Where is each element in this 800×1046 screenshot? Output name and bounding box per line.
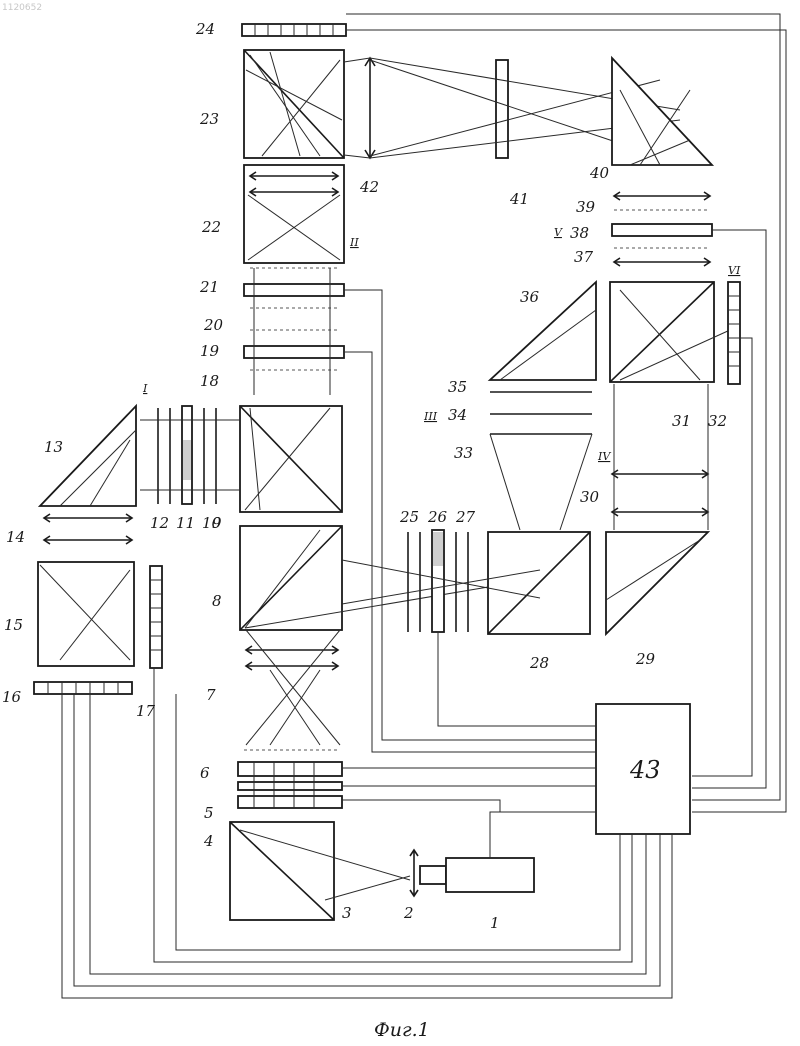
block-I (140, 406, 240, 504)
label-33: 33 (454, 444, 473, 462)
prism-23 (244, 50, 344, 158)
prism-31 (610, 282, 730, 382)
mark-I: I (142, 382, 148, 395)
label-23: 23 (199, 110, 219, 128)
label-1: 1 (490, 914, 500, 932)
lens-group-22 (244, 165, 344, 263)
label-28: 28 (529, 654, 549, 672)
lens-group-30 (612, 384, 708, 530)
mark-IV: IV (597, 450, 611, 463)
label-32: 32 (708, 412, 727, 430)
lens-42 (344, 58, 375, 158)
mark-III: III (423, 410, 438, 423)
prism-40 (612, 58, 712, 165)
label-40: 40 (589, 164, 610, 182)
prism-29 (606, 532, 708, 634)
array-16 (34, 682, 132, 694)
prism-36 (490, 282, 596, 380)
label-8: 8 (212, 592, 222, 610)
stack-19-21 (244, 268, 344, 395)
array-32 (728, 282, 740, 384)
label-25: 25 (399, 508, 419, 526)
mark-V: V (554, 226, 563, 239)
label-26: 26 (427, 508, 448, 526)
array-17 (150, 566, 162, 668)
label-34: 34 (448, 406, 467, 424)
lens-group-37-39 (612, 192, 712, 266)
label-30: 30 (580, 488, 600, 506)
label-16: 16 (2, 688, 22, 706)
label-6: 6 (200, 764, 210, 782)
prism-9 (240, 406, 342, 512)
prism-13 (40, 406, 136, 506)
label-31: 31 (672, 412, 691, 430)
label-5: 5 (204, 804, 214, 822)
label-7: 7 (206, 686, 216, 704)
lens-group-14 (44, 514, 132, 544)
prism-28 (488, 532, 590, 634)
label-17: 17 (136, 702, 156, 720)
label-19: 19 (200, 342, 220, 360)
laser-1 (420, 858, 534, 892)
lens-group-33-35 (490, 392, 592, 530)
label-10: 10 (202, 514, 222, 532)
label-13: 13 (44, 438, 63, 456)
label-39: 39 (576, 198, 596, 216)
control-unit-label: 43 (629, 756, 661, 784)
label-24: 24 (195, 20, 215, 38)
label-14: 14 (6, 528, 25, 546)
plate-41 (496, 60, 508, 158)
label-29: 29 (635, 650, 656, 668)
label-41: 41 (509, 190, 529, 208)
mark-II: II (349, 236, 359, 249)
label-42: 42 (359, 178, 379, 196)
label-2: 2 (403, 904, 414, 922)
figure-caption: Фиг.1 (374, 1019, 430, 1041)
label-36: 36 (520, 288, 540, 306)
prism-8 (240, 526, 500, 630)
label-18: 18 (200, 372, 219, 390)
label-38: 38 (570, 224, 589, 242)
label-35: 35 (448, 378, 467, 396)
array-24 (242, 24, 346, 36)
label-3: 3 (342, 904, 352, 922)
block-15 (38, 562, 134, 666)
lens-2 (410, 850, 418, 896)
mark-VI: VI (728, 264, 741, 277)
label-21: 21 (199, 278, 219, 296)
stack-4-6 (238, 750, 342, 808)
prism-3 (230, 822, 410, 920)
label-22: 22 (201, 218, 221, 236)
control-unit-43: 43 (596, 704, 690, 834)
label-12: 12 (150, 514, 169, 532)
label-20: 20 (203, 316, 224, 334)
label-4: 4 (203, 832, 214, 850)
label-11: 11 (176, 514, 195, 532)
label-37: 37 (574, 248, 594, 266)
lens-group-7 (246, 630, 340, 745)
label-15: 15 (4, 616, 23, 634)
watermark: 1120652 (2, 3, 42, 13)
label-27: 27 (455, 508, 476, 526)
